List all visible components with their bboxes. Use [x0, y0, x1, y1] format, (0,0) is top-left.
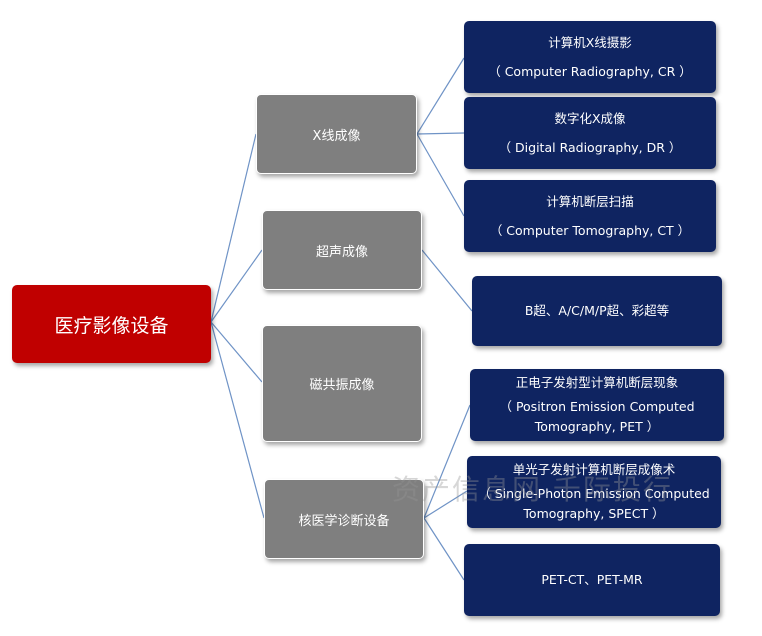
leaf-dr: 数字化X成像 （ Digital Radiography, DR ）	[464, 97, 716, 169]
category-x-ray-imaging: X线成像	[256, 94, 417, 174]
leaf-ultrasound-types: B超、A/C/M/P超、彩超等	[472, 276, 722, 346]
leaf-ct: 计算机断层扫描 （ Computer Tomography, CT ）	[464, 180, 716, 252]
category-label: 超声成像	[315, 244, 368, 260]
leaf-title: 数字化X成像	[554, 110, 626, 126]
root-label: 医疗影像设备	[54, 314, 169, 337]
category-nuclear-medicine: 核医学诊断设备	[264, 479, 424, 559]
category-label: 核医学诊断设备	[298, 513, 390, 529]
leaf-spect: 单光子发射计算机断层成像术 （ Single-Photon Emission C…	[467, 456, 721, 528]
leaf-title: 正电子发射型计算机断层现象	[515, 375, 679, 390]
leaf-pet-ct-mr: PET-CT、PET-MR	[464, 544, 720, 616]
category-label: X线成像	[312, 128, 361, 144]
leaf-subtitle-cont: Tomography, PET ）	[534, 419, 660, 434]
leaf-title: 计算机X线摄影	[548, 34, 632, 50]
category-mri: 磁共振成像	[262, 325, 422, 442]
leaf-title: 计算机断层扫描	[546, 193, 634, 209]
leaf-subtitle-cont: Tomography, SPECT ）	[523, 506, 665, 521]
leaf-title: PET-CT、PET-MR	[541, 572, 643, 587]
leaf-subtitle: （ Single-Photon Emission Computed	[478, 486, 710, 501]
leaf-pet: 正电子发射型计算机断层现象 （ Positron Emission Comput…	[470, 369, 724, 441]
category-label: 磁共振成像	[309, 378, 375, 393]
leaf-title: B超、A/C/M/P超、彩超等	[524, 303, 670, 318]
root-node: 医疗影像设备	[12, 285, 211, 363]
leaf-subtitle: （ Computer Tomography, CT ）	[489, 222, 691, 238]
leaf-subtitle: （ Computer Radiography, CR ）	[488, 63, 692, 79]
leaf-subtitle: （ Digital Radiography, DR ）	[498, 139, 682, 155]
leaf-subtitle: （ Positron Emission Computed	[499, 399, 695, 414]
leaf-cr: 计算机X线摄影 （ Computer Radiography, CR ）	[464, 21, 716, 93]
category-ultrasound-imaging: 超声成像	[262, 210, 422, 290]
leaf-title: 单光子发射计算机断层成像术	[512, 462, 676, 477]
